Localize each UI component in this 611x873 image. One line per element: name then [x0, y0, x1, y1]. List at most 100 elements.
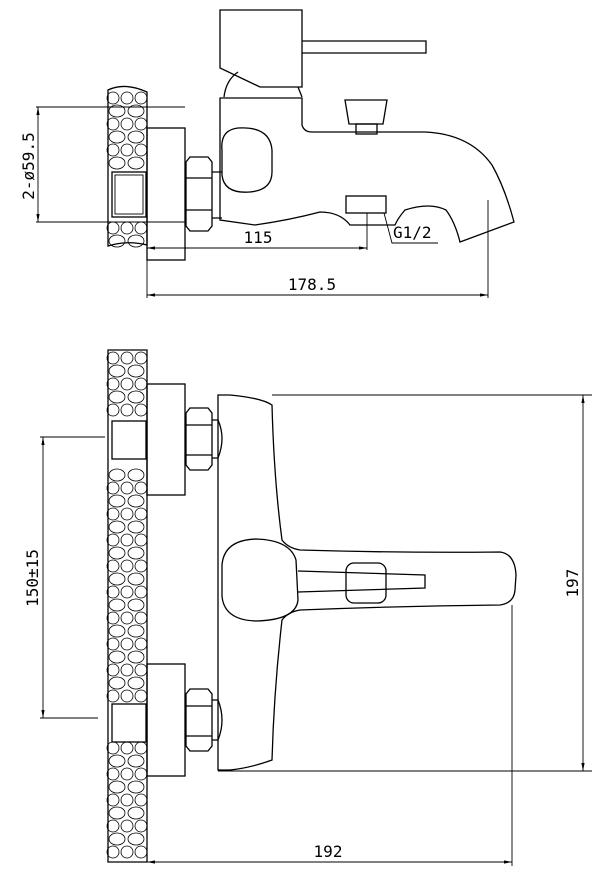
pebble [127, 520, 145, 534]
lever [302, 40, 427, 54]
pebble [120, 117, 134, 131]
thread-label: G1/2 [393, 223, 432, 242]
pebble [127, 754, 145, 768]
pebble [120, 481, 134, 495]
pebble [134, 117, 148, 131]
top-view: 150±15 197 192 [23, 349, 592, 866]
pebble [120, 559, 134, 573]
pebble [127, 156, 145, 170]
outlet-thread [345, 195, 387, 214]
pebble [106, 507, 120, 521]
pebble [108, 130, 126, 144]
pebble [106, 767, 120, 781]
pebble [120, 533, 134, 547]
diverter-knob [344, 99, 388, 125]
lever-plan [297, 570, 426, 593]
pebble [120, 507, 134, 521]
pebble [108, 156, 126, 170]
pebble [106, 611, 120, 625]
mixer-body [219, 97, 515, 243]
pebble [106, 741, 120, 755]
pebble [134, 637, 148, 651]
pebble [108, 520, 126, 534]
pebble [120, 663, 134, 677]
pebble [120, 91, 134, 105]
dim-spout-reach-label: 178.5 [288, 275, 336, 294]
pebble [134, 689, 148, 703]
dim-outlet-distance-label: 115 [244, 228, 273, 247]
pebble [134, 507, 148, 521]
pebble [108, 650, 126, 664]
dimension-diameter: 2-ø59.5 [19, 106, 185, 223]
handle-cap [219, 9, 303, 88]
pebble [134, 663, 148, 677]
pebble [127, 546, 145, 560]
mixer-cap-plan [221, 538, 299, 622]
pebble [106, 481, 120, 495]
pebble [108, 624, 126, 638]
pebble [120, 637, 134, 651]
diverter-slot [345, 562, 387, 604]
pebble [134, 377, 148, 391]
pebble [108, 676, 126, 690]
pebble [106, 819, 120, 833]
pebble [120, 611, 134, 625]
pebble [127, 494, 145, 508]
pebble [108, 572, 126, 586]
pebble [108, 754, 126, 768]
pebble [127, 390, 145, 404]
diverter-stem [355, 123, 378, 135]
dim-body-height-label: 197 [563, 569, 582, 598]
pebble [106, 585, 120, 599]
dimension-197: 197 [218, 394, 592, 772]
pebble [108, 780, 126, 794]
pebble [108, 104, 126, 118]
pebble [134, 793, 148, 807]
pebble [127, 780, 145, 794]
pebble [120, 221, 134, 235]
pipe-insert [111, 171, 147, 218]
pebble [106, 663, 120, 677]
pebble [127, 676, 145, 690]
pebble [134, 143, 148, 157]
pebble [106, 845, 120, 859]
cartridge-neck [223, 71, 303, 98]
hex-nut [185, 156, 213, 232]
dim-pipe-diameter-label: 2-ø59.5 [19, 132, 38, 199]
pebble [120, 767, 134, 781]
pebble [108, 234, 126, 248]
wall-flange [146, 127, 186, 261]
pebble [127, 832, 145, 846]
pebble [120, 741, 134, 755]
pebble [106, 559, 120, 573]
dimension-178-5: 178.5 [147, 200, 489, 298]
pebble [127, 598, 145, 612]
pipe-insert-inner [114, 174, 144, 215]
pebble [120, 403, 134, 417]
pebble [106, 117, 120, 131]
pebble [127, 468, 145, 482]
pebble [127, 234, 145, 248]
upper-hex-nut [185, 407, 213, 471]
dim-inlet-spacing-label: 150±15 [23, 549, 42, 607]
pebble [106, 377, 120, 391]
pebble [120, 143, 134, 157]
dimension-150: 150±15 [23, 436, 105, 719]
dim-total-depth-label: 192 [314, 842, 343, 861]
pebble [134, 403, 148, 417]
pebble [106, 91, 120, 105]
pebble [108, 364, 126, 378]
pebble [108, 390, 126, 404]
pebble [120, 793, 134, 807]
pebble [120, 585, 134, 599]
pebble [134, 819, 148, 833]
pebble [134, 845, 148, 859]
pebble [127, 364, 145, 378]
pebble [106, 221, 120, 235]
pebble [134, 767, 148, 781]
pebble [134, 585, 148, 599]
pebble [108, 546, 126, 560]
pebble [134, 611, 148, 625]
lower-hex-nut [185, 688, 213, 752]
